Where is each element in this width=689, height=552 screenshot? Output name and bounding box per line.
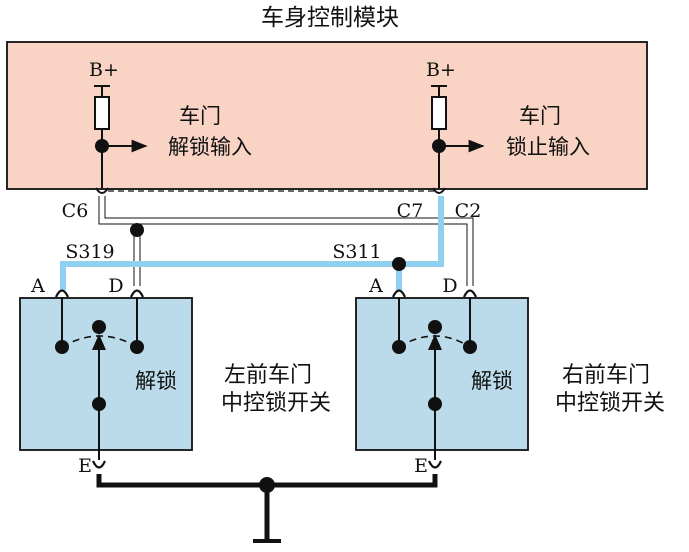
b-plus-label-left: B+ <box>89 59 119 81</box>
left-unlock-label: 解锁 <box>135 369 177 393</box>
switch-arrow-icon <box>428 334 442 350</box>
terminal-c7 <box>432 187 446 194</box>
right-switch-name-1: 右前车门 <box>562 363 650 388</box>
connector-c6-label: C6 <box>62 200 89 222</box>
unlock-input-label-1: 车门 <box>179 104 221 128</box>
contact-dot <box>428 320 442 334</box>
left-front-door-lock-switch: A D 解锁 E 左前车门 中控锁开关 <box>19 275 331 477</box>
contact-dot <box>92 320 106 334</box>
terminal-c6 <box>95 187 109 194</box>
pullup-resistor-left <box>94 96 110 130</box>
contact-dot <box>130 340 144 354</box>
right-pin-e-label: E <box>414 455 428 477</box>
contact-dot <box>463 340 477 354</box>
right-front-door-lock-switch: A D 解锁 E 右前车门 中控锁开关 <box>355 275 665 477</box>
switch-arrow-icon <box>92 334 106 350</box>
splice-s311-label: S311 <box>332 241 381 263</box>
contact-dot <box>92 397 106 411</box>
unlock-input-circuit: B+ 车门 解锁输入 <box>89 59 252 188</box>
body-control-module: B+ 车门 解锁输入 B+ 车门 锁止输入 <box>6 41 648 192</box>
splice-s311-dot <box>392 257 406 271</box>
right-pin-d-terminal <box>463 289 477 298</box>
right-switch-box <box>355 297 529 451</box>
left-switch-name-1: 左前车门 <box>224 363 312 388</box>
b-plus-label-right: B+ <box>426 59 456 81</box>
lock-input-label-2: 锁止输入 <box>506 135 590 159</box>
module-terminals <box>95 187 446 194</box>
left-pin-d-label: D <box>108 275 123 297</box>
ground-circuit <box>96 474 438 543</box>
right-pin-a-label: A <box>368 275 383 297</box>
contact-dot <box>55 340 69 354</box>
lock-input-circuit: B+ 车门 锁止输入 <box>426 59 590 188</box>
right-switch-name-2: 中控锁开关 <box>555 391 665 416</box>
left-pin-e-label: E <box>78 455 92 477</box>
connector-c7-label: C7 <box>397 200 424 222</box>
module-box <box>6 41 648 190</box>
wiring-harness <box>60 196 474 290</box>
right-pin-a-terminal <box>392 289 406 298</box>
lock-input-label-1: 车门 <box>519 104 561 128</box>
left-pin-a-label: A <box>30 275 45 297</box>
contact-dot <box>428 397 442 411</box>
left-pin-e-terminal <box>92 460 106 469</box>
splice-s319-dot <box>130 223 144 237</box>
unlock-wire <box>98 196 474 286</box>
left-switch-box <box>19 297 193 451</box>
right-pin-e-terminal <box>428 460 442 469</box>
pullup-resistor-right <box>431 96 447 130</box>
left-switch-name-2: 中控锁开关 <box>221 391 331 416</box>
unlock-input-label-2: 解锁输入 <box>168 135 252 159</box>
contact-dot <box>392 340 406 354</box>
right-pin-d-label: D <box>442 275 457 297</box>
diagram-title: 车身控制模块 <box>261 5 399 31</box>
splice-s319-label: S319 <box>65 241 114 263</box>
right-unlock-label: 解锁 <box>471 369 513 393</box>
left-pin-d-terminal <box>130 289 144 298</box>
connector-c2-label: C2 <box>455 200 482 222</box>
left-pin-a-terminal <box>55 289 69 298</box>
